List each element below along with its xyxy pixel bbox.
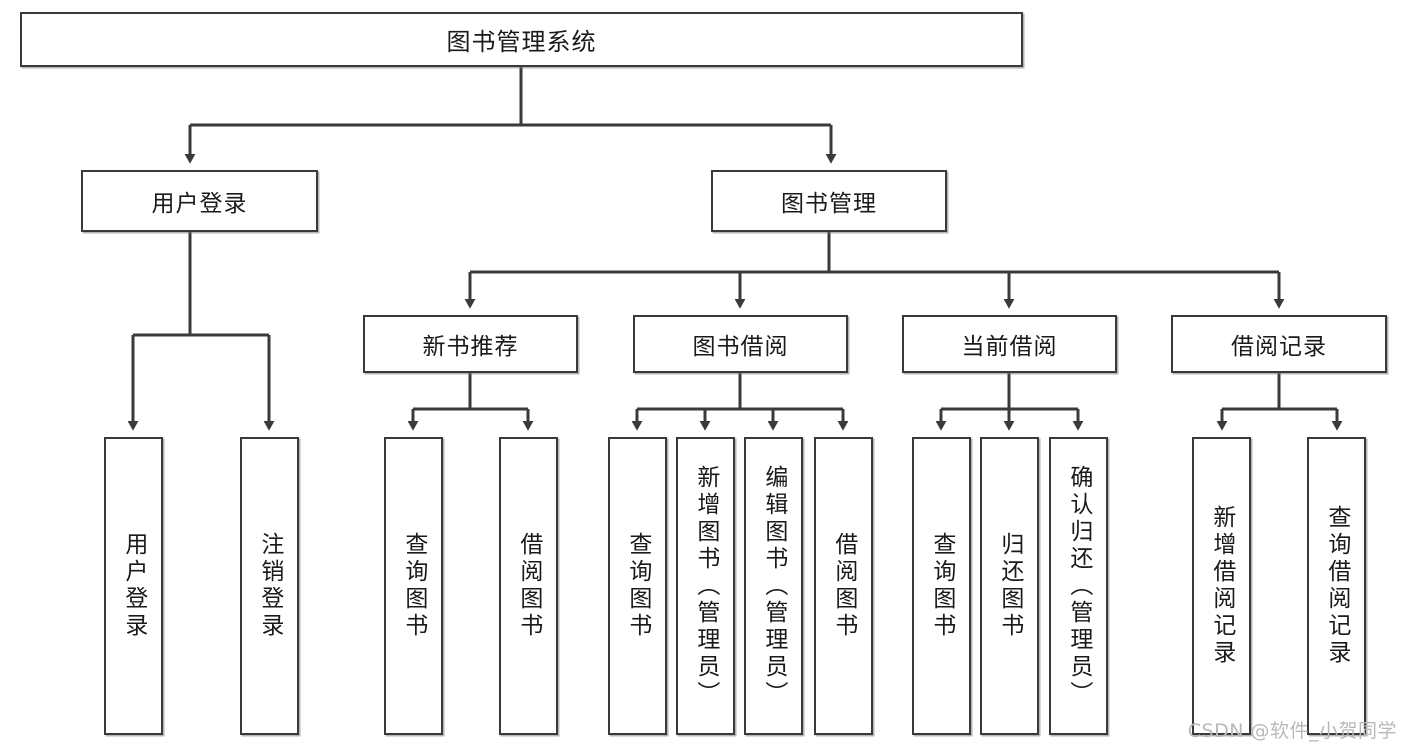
node-new-book-recommend[interactable]: 新书推荐 bbox=[363, 315, 578, 373]
node-user-login[interactable]: 用户登录 bbox=[81, 170, 318, 232]
node-label: 图书管理 bbox=[781, 191, 877, 217]
node-leaf-query-borrow-record[interactable]: 查询借阅记录 bbox=[1307, 437, 1366, 735]
node-borrow-record[interactable]: 借阅记录 bbox=[1171, 315, 1387, 373]
node-current-borrow[interactable]: 当前借阅 bbox=[902, 315, 1117, 373]
node-root-book-management-system[interactable]: 图书管理系统 bbox=[20, 12, 1023, 67]
node-leaf-query-book-recommend[interactable]: 查询图书 bbox=[384, 437, 443, 735]
node-label: 借阅图书 bbox=[830, 532, 857, 640]
node-leaf-borrow-book-recommend[interactable]: 借阅图书 bbox=[499, 437, 558, 735]
node-leaf-confirm-return-admin[interactable]: 确认归还（管理员） bbox=[1049, 437, 1108, 735]
node-label: 查询图书 bbox=[624, 532, 651, 640]
node-label: 查询图书 bbox=[400, 532, 427, 640]
node-label: 编辑图书（管理员） bbox=[760, 464, 787, 708]
node-label: 用户登录 bbox=[151, 191, 248, 217]
node-leaf-borrow-book[interactable]: 借阅图书 bbox=[814, 437, 873, 735]
node-leaf-add-book-admin[interactable]: 新增图书（管理员） bbox=[676, 437, 735, 735]
watermark-text: CSDN @软件_小贺同学 bbox=[1187, 720, 1397, 742]
node-label: 查询图书 bbox=[928, 532, 955, 640]
node-label: 图书借阅 bbox=[692, 334, 789, 360]
node-label: 确认归还（管理员） bbox=[1065, 464, 1092, 708]
node-book-borrow[interactable]: 图书借阅 bbox=[633, 315, 848, 373]
node-label: 新书推荐 bbox=[422, 334, 519, 360]
node-label: 查询借阅记录 bbox=[1323, 505, 1350, 667]
node-label: 图书管理系统 bbox=[446, 28, 597, 56]
node-leaf-return-book[interactable]: 归还图书 bbox=[980, 437, 1039, 735]
node-leaf-edit-book-admin[interactable]: 编辑图书（管理员） bbox=[744, 437, 803, 735]
node-leaf-query-book-borrow[interactable]: 查询图书 bbox=[608, 437, 667, 735]
node-label: 借阅图书 bbox=[515, 532, 542, 640]
node-label: 新增借阅记录 bbox=[1208, 505, 1235, 667]
node-label: 归还图书 bbox=[996, 532, 1023, 640]
node-label: 注销登录 bbox=[256, 532, 283, 640]
node-label: 用户登录 bbox=[120, 532, 147, 640]
node-leaf-query-book-current[interactable]: 查询图书 bbox=[912, 437, 971, 735]
node-label: 当前借阅 bbox=[961, 334, 1058, 360]
node-leaf-user-logout[interactable]: 注销登录 bbox=[240, 437, 299, 735]
node-book-management[interactable]: 图书管理 bbox=[711, 170, 947, 232]
node-leaf-user-login[interactable]: 用户登录 bbox=[104, 437, 163, 735]
node-leaf-add-borrow-record[interactable]: 新增借阅记录 bbox=[1192, 437, 1251, 735]
node-label: 借阅记录 bbox=[1231, 334, 1327, 360]
node-label: 新增图书（管理员） bbox=[692, 464, 719, 708]
